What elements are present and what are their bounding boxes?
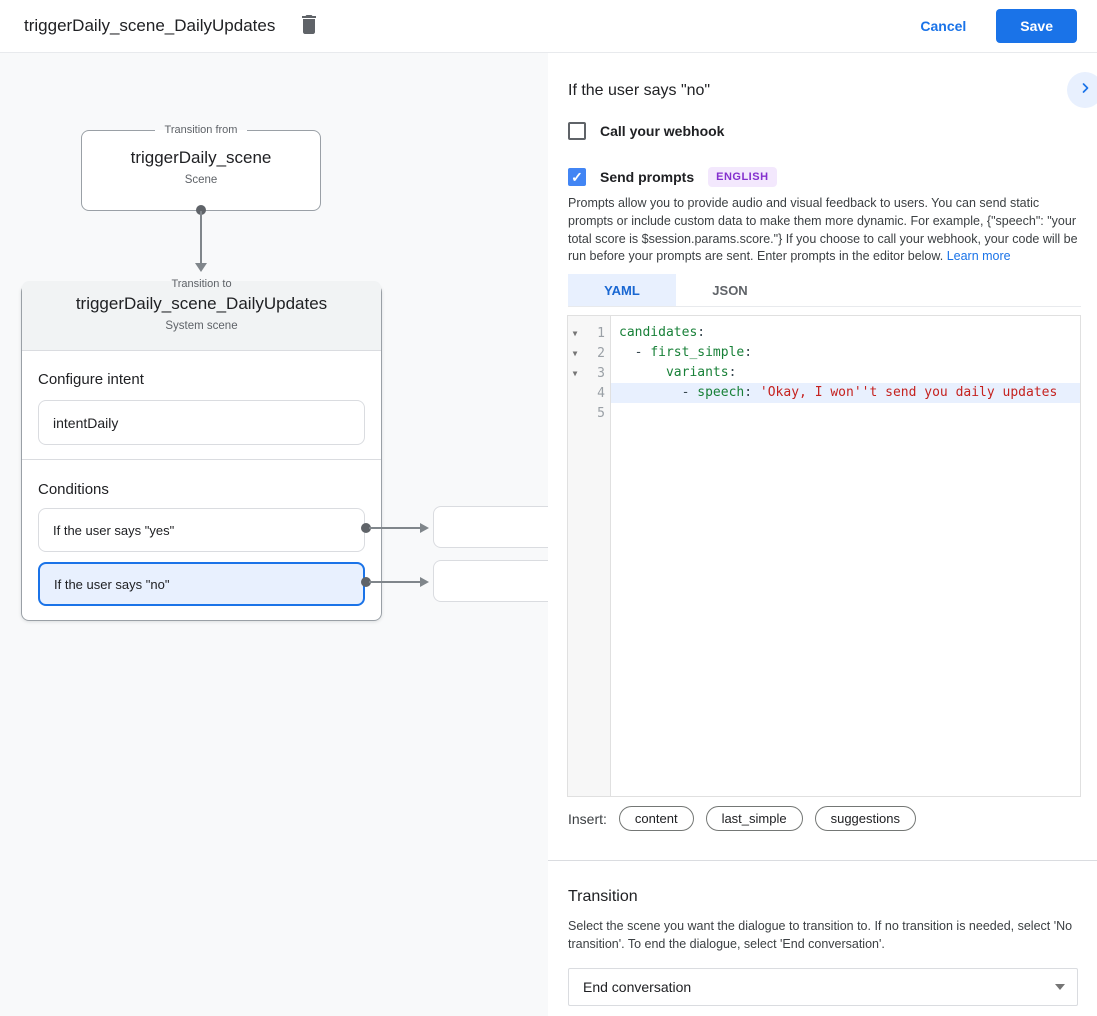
editor-code-area[interactable]: candidates: - first_simple: variants: - …	[611, 316, 1080, 796]
transition-target-node[interactable]	[433, 506, 548, 548]
configure-intent-label: Configure intent	[38, 371, 144, 388]
transition-dropdown[interactable]: End conversation	[568, 968, 1078, 1006]
connector-line-vertical	[200, 211, 202, 264]
transition-to-subtitle: System scene	[165, 320, 238, 332]
save-button[interactable]: Save	[996, 9, 1077, 43]
line-number: 2	[597, 345, 605, 361]
prompts-description: Prompts allow you to provide audio and v…	[568, 195, 1083, 266]
scene-diagram-canvas: Transition from triggerDaily_scene Scene…	[0, 53, 548, 1016]
fold-arrow-icon[interactable]: ▼	[572, 368, 578, 378]
connector-line-horizontal	[369, 527, 420, 529]
page-title: triggerDaily_scene_DailyUpdates	[24, 16, 276, 35]
condition-item[interactable]: If the user says "no"	[38, 562, 365, 606]
dropdown-caret-icon	[1055, 984, 1065, 990]
fold-arrow-icon[interactable]: ▼	[572, 328, 578, 338]
insert-chip-suggestions[interactable]: suggestions	[814, 806, 916, 831]
collapse-panel-button[interactable]	[1067, 72, 1097, 108]
intent-field[interactable]: intentDaily	[38, 400, 365, 445]
editor-gutter-row[interactable]: ▼3	[568, 363, 610, 383]
cancel-button[interactable]: Cancel	[920, 18, 967, 34]
webhook-checkbox-label: Call your webhook	[600, 123, 725, 139]
send-prompts-checkbox-label: Send prompts	[600, 169, 695, 185]
arrow-right-icon	[420, 523, 429, 533]
line-number: 1	[597, 325, 605, 341]
transition-to-card: Transition to triggerDaily_scene_DailyUp…	[21, 278, 382, 621]
line-number: 4	[597, 385, 605, 401]
webhook-checkbox[interactable]	[568, 122, 586, 140]
section-divider	[22, 459, 381, 460]
transition-description: Select the scene you want the dialogue t…	[568, 919, 1073, 952]
editor-code-line[interactable]	[611, 403, 1080, 423]
connector-line-horizontal	[369, 581, 420, 583]
editor-gutter-row: 4	[568, 383, 610, 403]
connector-dot	[196, 205, 206, 215]
transition-to-header: triggerDaily_scene_DailyUpdates System s…	[22, 281, 381, 351]
trash-icon	[300, 14, 318, 39]
editor-gutter-row[interactable]: ▼1	[568, 323, 610, 343]
insert-label: Insert:	[568, 811, 607, 827]
transition-section-heading: Transition	[568, 888, 638, 905]
webhook-checkbox-row[interactable]: Call your webhook	[568, 122, 724, 140]
connector-dot	[361, 523, 371, 533]
insert-chip-content[interactable]: content	[618, 806, 694, 831]
insert-chip-row: Insert: content last_simple suggestions	[568, 806, 928, 831]
send-prompts-checkbox[interactable]: ✓	[568, 168, 586, 186]
arrow-down-icon	[195, 263, 207, 272]
insert-chip-last_simple[interactable]: last_simple	[705, 806, 803, 831]
editor-gutter-row: 5	[568, 403, 610, 423]
tab-json[interactable]: JSON	[712, 282, 748, 298]
send-prompts-checkbox-row[interactable]: ✓ Send prompts ENGLISH	[568, 167, 777, 187]
conditions-list: If the user says "yes" If the user says "…	[38, 508, 365, 606]
language-badge: ENGLISH	[708, 167, 777, 187]
insert-chips: content last_simple suggestions	[618, 806, 928, 831]
conditions-label: Conditions	[38, 481, 109, 498]
transition-from-legend: Transition from	[164, 124, 238, 136]
editor-gutter-row[interactable]: ▼2	[568, 343, 610, 363]
app-bar: triggerDaily_scene_DailyUpdates Cancel S…	[0, 0, 1097, 53]
transition-target-node[interactable]	[433, 560, 548, 602]
transition-dropdown-value: End conversation	[583, 979, 692, 995]
editor-format-tabs: YAML JSON	[568, 274, 1081, 307]
chevron-right-icon	[1079, 81, 1091, 99]
editor-code-line[interactable]: - first_simple:	[619, 345, 753, 360]
editor-code-line[interactable]: candidates:	[619, 325, 706, 340]
transition-to-legend: Transition to	[171, 278, 232, 290]
line-number: 3	[597, 365, 605, 381]
fold-arrow-icon[interactable]: ▼	[572, 348, 578, 358]
delete-button[interactable]	[293, 10, 325, 42]
transition-to-title: triggerDaily_scene_DailyUpdates	[75, 294, 328, 313]
editor-code-line[interactable]: variants:	[665, 365, 737, 380]
condition-detail-panel: If the user says "no" Call your webhook …	[548, 53, 1097, 1016]
prompts-description-text: Prompts allow you to provide audio and v…	[568, 196, 1078, 264]
connector-dot	[361, 577, 371, 587]
transition-from-title: triggerDaily_scene	[130, 148, 272, 167]
panel-divider	[548, 860, 1097, 861]
condition-item[interactable]: If the user says "yes"	[38, 508, 365, 552]
condition-heading: If the user says "no"	[568, 82, 711, 99]
tab-yaml[interactable]: YAML	[568, 274, 676, 306]
transition-from-node[interactable]: Transition from triggerDaily_scene Scene	[81, 124, 321, 211]
learn-more-link[interactable]: Learn more	[946, 249, 1011, 264]
transition-from-subtitle: Scene	[184, 174, 218, 186]
arrow-right-icon	[420, 577, 429, 587]
editor-code-line[interactable]: - speech: 'Okay, I won''t send you daily…	[611, 383, 1080, 403]
line-number: 5	[597, 405, 605, 421]
